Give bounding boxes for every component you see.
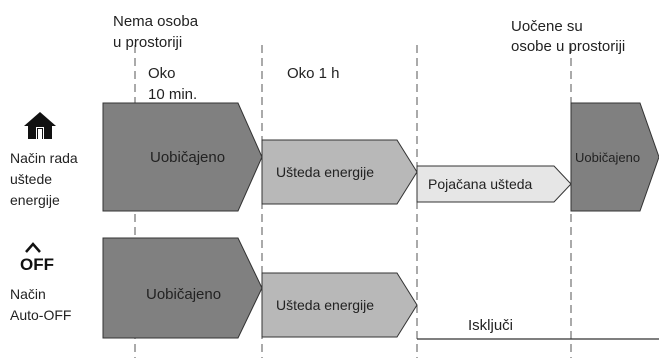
row-auto-off: OFF Način Auto-OFF Uobičajeno Ušteda ene… (10, 237, 659, 340)
timing-about-label: Oko (148, 65, 176, 82)
auto-off-stage-normal-label: Uobičajeno (146, 286, 221, 303)
row-energy-saving-label-line2: uštede (10, 171, 52, 187)
stage-energy-saving-arrow (261, 139, 418, 205)
row-energy-saving-label-line1: Način rada (10, 150, 78, 166)
row-energy-saving: Način rada uštede energije Uobičajeno Uš… (10, 102, 659, 212)
stage-normal-again-arrow (570, 102, 659, 212)
row-auto-off-label-line1: Način (10, 286, 46, 302)
timing-10-min-label: 10 min. (148, 86, 197, 103)
header-no-people-line2: u prostoriji (113, 34, 182, 51)
stage-normal-again-label: Uobičajeno (575, 150, 640, 165)
header-people-detected-line1: Uočene su (511, 18, 583, 35)
off-icon-text: OFF (20, 255, 54, 274)
stage-boosted-saving-arrow (416, 165, 572, 203)
auto-off-stage-energy-saving-arrow (261, 272, 418, 338)
row-auto-off-label-line2: Auto-OFF (10, 307, 71, 323)
row-energy-saving-label-line3: energije (10, 192, 60, 208)
auto-off-stage-energy-saving-label: Ušteda energije (276, 297, 374, 313)
stage-boosted-saving-label: Pojačana ušteda (428, 176, 533, 192)
house-icon (24, 112, 56, 139)
header-no-people-line1: Nema osoba (113, 13, 199, 30)
auto-off-stage-normal-arrow (102, 237, 263, 339)
stage-normal-label: Uobičajeno (150, 149, 225, 166)
header-people-detected-line2: osobe u prostoriji (511, 38, 625, 55)
stage-normal-arrow (102, 102, 263, 212)
stage-energy-saving-label: Ušteda energije (276, 164, 374, 180)
auto-off-stage-off-label: Isključi (468, 317, 513, 334)
off-icon: OFF (20, 242, 54, 274)
timing-1-hour-label: Oko 1 h (287, 65, 340, 82)
